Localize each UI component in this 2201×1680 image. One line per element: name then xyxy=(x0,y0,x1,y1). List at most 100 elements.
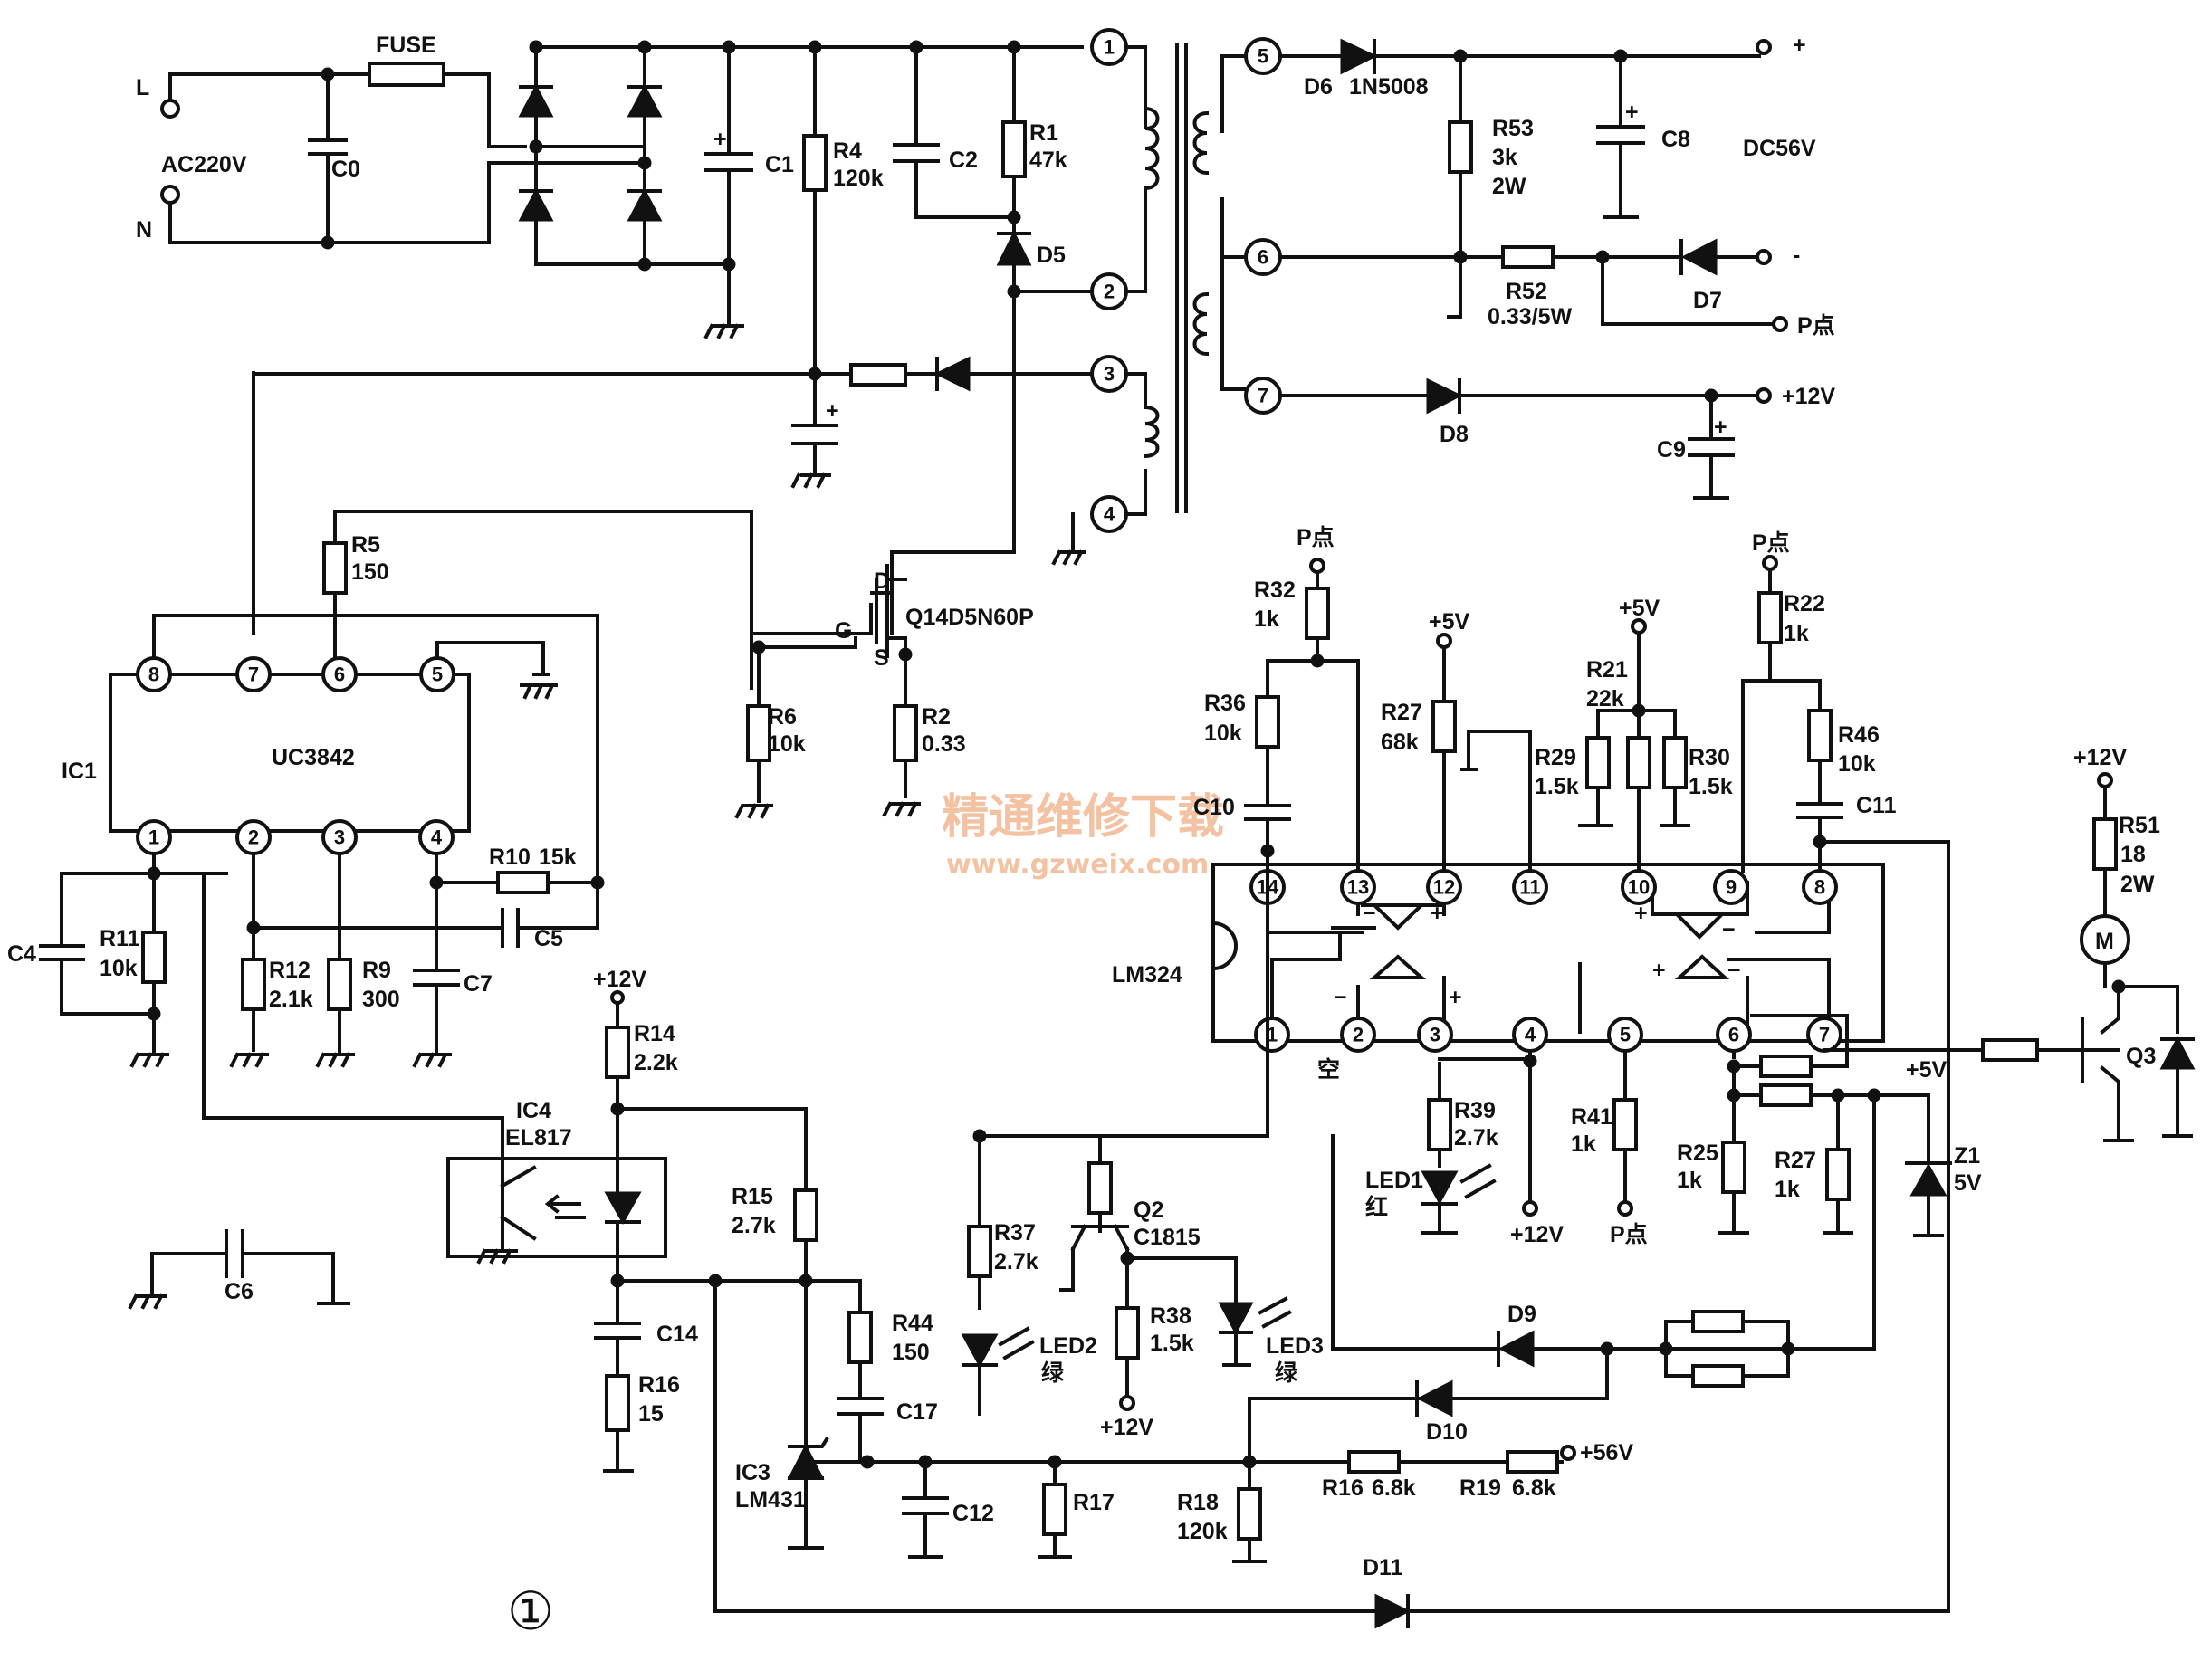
t-pin-2: 2 xyxy=(1090,272,1128,310)
t-pin-3: 3 xyxy=(1090,355,1128,393)
t-pin-5: 5 xyxy=(1244,37,1282,75)
svg-text:D8: D8 xyxy=(1440,422,1469,447)
svg-text:C5: C5 xyxy=(534,926,563,951)
svg-text:R52: R52 xyxy=(1506,279,1547,304)
r19 xyxy=(1506,1450,1559,1474)
svg-text:120k: 120k xyxy=(833,166,884,191)
svg-text:R16: R16 xyxy=(638,1372,680,1398)
svg-text:R17: R17 xyxy=(1073,1490,1115,1515)
svg-text:13: 13 xyxy=(1347,876,1369,899)
svg-text:R21: R21 xyxy=(1586,657,1628,682)
svg-text:7: 7 xyxy=(1819,1024,1830,1046)
svg-text:R27: R27 xyxy=(1381,700,1422,725)
r21 xyxy=(1626,736,1651,789)
svg-text:10k: 10k xyxy=(1838,751,1876,777)
svg-text:R15: R15 xyxy=(732,1184,773,1209)
uc3842-body xyxy=(109,673,471,833)
svg-text:LED3: LED3 xyxy=(1266,1333,1324,1359)
svg-text:红: 红 xyxy=(1365,1194,1388,1220)
svg-text:2.7k: 2.7k xyxy=(994,1249,1038,1274)
svg-text:R41: R41 xyxy=(1571,1104,1612,1130)
svg-text:IC4: IC4 xyxy=(516,1098,551,1123)
svg-text:1k: 1k xyxy=(1254,606,1279,632)
lm324-pin-2: 2 xyxy=(1340,1017,1376,1053)
watermark-title: 精通维修下载 xyxy=(942,790,1224,845)
svg-text:LED2: LED2 xyxy=(1039,1333,1097,1359)
svg-text:3: 3 xyxy=(334,826,345,849)
svg-text:4: 4 xyxy=(1104,503,1115,526)
t-pin-7: 7 xyxy=(1244,377,1282,415)
label-ac220v: AC220V xyxy=(161,152,247,177)
svg-text:15: 15 xyxy=(638,1401,664,1427)
svg-text:R53: R53 xyxy=(1492,116,1534,141)
r25 xyxy=(1721,1141,1746,1194)
svg-text:1.5k: 1.5k xyxy=(1150,1331,1194,1356)
svg-text:D10: D10 xyxy=(1426,1419,1468,1445)
svg-text:R46: R46 xyxy=(1838,722,1880,748)
r1 xyxy=(1001,120,1027,178)
svg-text:P点: P点 xyxy=(1297,525,1335,550)
svg-text:1k: 1k xyxy=(1677,1168,1702,1193)
startup-resistor xyxy=(849,363,907,387)
ic1-pin-6: 6 xyxy=(321,656,358,692)
svg-text:-: - xyxy=(1793,243,1800,268)
res-pin6-b xyxy=(1759,1083,1813,1107)
ic1-pin-2: 2 xyxy=(235,819,272,855)
svg-text:18: 18 xyxy=(2120,842,2146,867)
r16 xyxy=(605,1374,630,1432)
svg-text:LED1: LED1 xyxy=(1365,1168,1423,1193)
svg-text:68k: 68k xyxy=(1381,730,1419,755)
svg-text:9: 9 xyxy=(1726,876,1737,899)
svg-text:R9: R9 xyxy=(362,958,391,983)
svg-text:1.5k: 1.5k xyxy=(1535,774,1579,799)
svg-text:R12: R12 xyxy=(269,958,311,983)
r17 xyxy=(1042,1483,1067,1536)
indicator-section: R37 2.7k LED2 绿 Q2 C1815 R38 1.5k +12V L… xyxy=(961,869,1876,1464)
svg-text:+: + xyxy=(1793,33,1806,58)
svg-text:D6: D6 xyxy=(1304,74,1333,100)
svg-text:R2: R2 xyxy=(922,704,951,730)
r11 xyxy=(141,931,167,984)
r16b xyxy=(1347,1450,1401,1474)
primary-section: R4 120k C2 R1 47k D5 + D G xyxy=(252,40,1188,819)
svg-text:+5V: +5V xyxy=(1619,596,1660,621)
svg-text:C1815: C1815 xyxy=(1134,1225,1201,1250)
svg-text:+: + xyxy=(1431,901,1444,926)
svg-text:Q3: Q3 xyxy=(2126,1044,2156,1069)
r38 xyxy=(1115,1306,1140,1360)
svg-text:R1: R1 xyxy=(1029,120,1058,146)
svg-text:3: 3 xyxy=(1430,1024,1440,1046)
r39 xyxy=(1427,1098,1452,1151)
svg-text:IC1: IC1 xyxy=(62,759,97,784)
svg-text:P点: P点 xyxy=(1610,1222,1648,1247)
svg-text:2.7k: 2.7k xyxy=(1454,1125,1498,1150)
r5 xyxy=(322,541,348,595)
svg-text:C7: C7 xyxy=(464,971,493,997)
svg-text:1.5k: 1.5k xyxy=(1689,774,1733,799)
svg-text:3k: 3k xyxy=(1492,145,1517,170)
r41 xyxy=(1612,1098,1638,1151)
svg-text:−: − xyxy=(1727,958,1741,983)
lm324-pin-6: 6 xyxy=(1716,1017,1752,1053)
t-pin-1: 1 xyxy=(1090,28,1128,66)
lm324-pin-10: 10 xyxy=(1621,869,1657,905)
svg-text:5: 5 xyxy=(1258,45,1268,68)
lm324-pin-4: 4 xyxy=(1512,1017,1548,1053)
svg-text:M: M xyxy=(2095,929,2114,954)
svg-text:5: 5 xyxy=(432,663,443,686)
r9 xyxy=(327,958,352,1011)
svg-text:300: 300 xyxy=(362,987,400,1012)
r32 xyxy=(1305,587,1330,640)
r18 xyxy=(1237,1487,1262,1541)
ic1-pin-7: 7 xyxy=(235,656,272,692)
svg-text:10k: 10k xyxy=(100,956,138,981)
svg-text:+5V: +5V xyxy=(1906,1057,1947,1083)
r53 xyxy=(1448,120,1473,174)
svg-text:2.7k: 2.7k xyxy=(732,1213,776,1238)
svg-text:7: 7 xyxy=(1258,385,1268,407)
svg-text:5V: 5V xyxy=(1954,1170,1982,1196)
svg-text:R25: R25 xyxy=(1677,1141,1718,1166)
fuse xyxy=(368,62,445,87)
svg-text:+: + xyxy=(1652,958,1666,983)
